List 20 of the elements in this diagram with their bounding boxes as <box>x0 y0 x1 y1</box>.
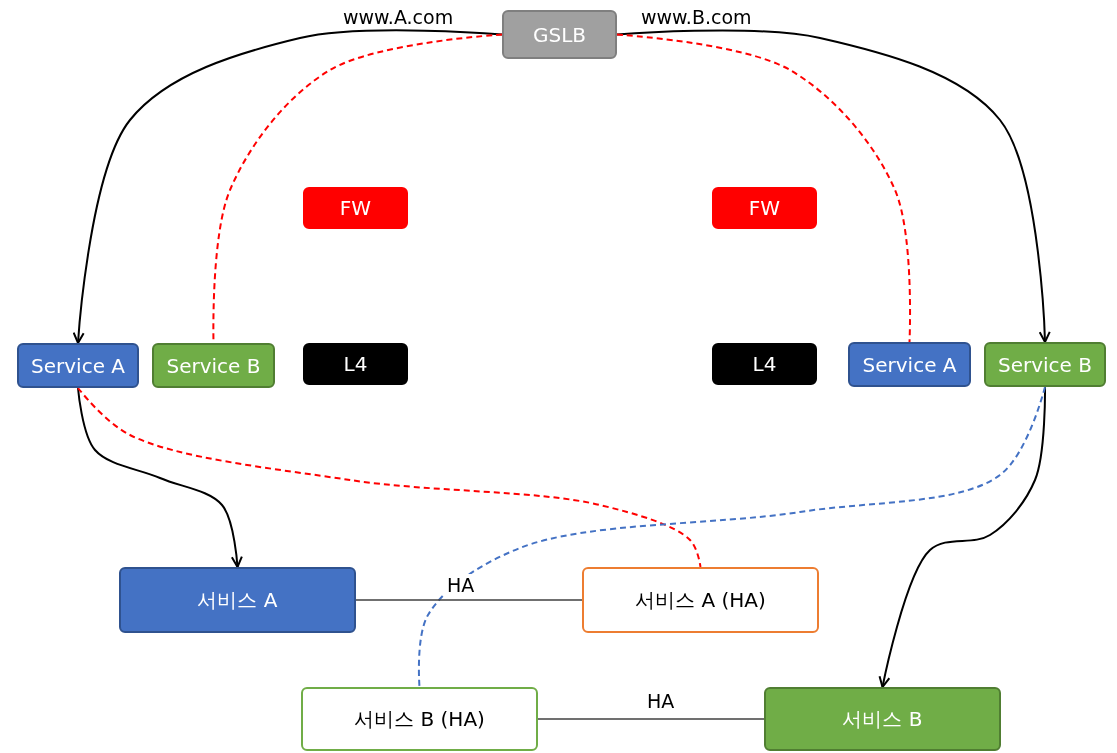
dashed-connector <box>77 387 702 568</box>
arrow <box>878 386 1046 688</box>
service-box: L4 <box>303 343 408 385</box>
dashed-connector <box>417 386 1046 688</box>
dashed-connector <box>616 33 912 343</box>
service-box: 서비스 A <box>119 567 356 633</box>
service-box: FW <box>712 187 817 229</box>
service-box: 서비스 A (HA) <box>582 567 819 633</box>
arrow <box>72 29 503 344</box>
service-box: Service B <box>984 342 1106 387</box>
service-box: 서비스 B (HA) <box>301 687 538 751</box>
arrow <box>77 387 243 568</box>
service-box: Service A <box>848 342 971 387</box>
service-box: FW <box>303 187 408 229</box>
service-box: Service A <box>17 343 139 388</box>
gslb-box: GSLB <box>502 10 617 59</box>
service-box: 서비스 B <box>764 687 1001 751</box>
service-box: L4 <box>712 343 817 385</box>
service-box: Service B <box>152 343 275 388</box>
arrow <box>616 29 1051 343</box>
